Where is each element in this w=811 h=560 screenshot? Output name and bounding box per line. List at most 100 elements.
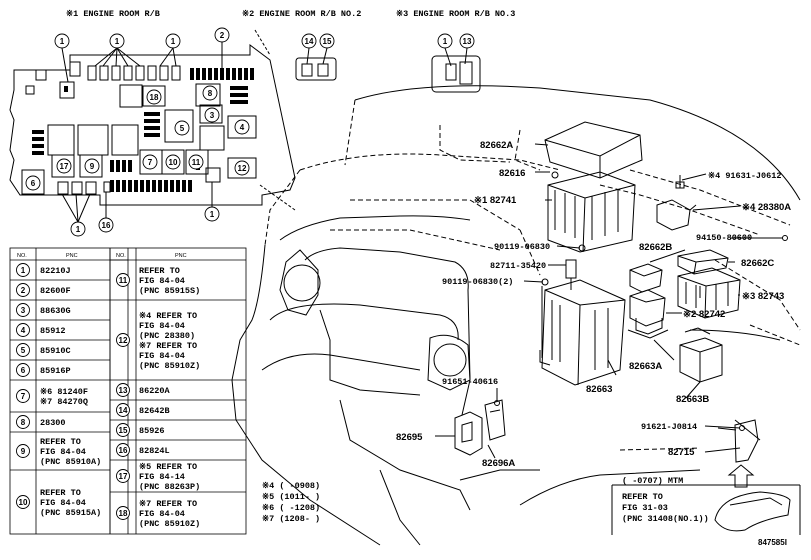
table-row-number-13: 13 <box>116 383 130 397</box>
table-row-number-8: 8 <box>16 415 30 429</box>
table-cell-pnc: 86220A <box>139 386 171 396</box>
svg-text:2: 2 <box>220 31 225 40</box>
table-cell-pnc: (PNC 88263P) <box>139 482 200 492</box>
callout-circle-8: 8 <box>202 85 218 101</box>
table-row-number-18: 18 <box>116 506 130 520</box>
table-cell-pnc: (PNC 28380) <box>139 331 195 341</box>
svg-text:17: 17 <box>119 472 128 481</box>
svg-text:16: 16 <box>119 446 128 455</box>
svg-text:1: 1 <box>76 225 81 234</box>
label-82711-35420: 82711-35420 <box>490 261 546 271</box>
svg-text:10: 10 <box>169 158 178 167</box>
table-row-number-4: 4 <box>16 323 30 337</box>
table-row-number-14: 14 <box>116 403 130 417</box>
label-82662C: 82662C <box>741 258 774 269</box>
table-row-number-1: 1 <box>16 263 30 277</box>
svg-text:14: 14 <box>119 406 128 415</box>
table-cell-pnc: (PNC 85910Z) <box>139 361 200 371</box>
rb-dash-lines <box>254 29 296 211</box>
inset-box <box>611 484 801 535</box>
callout-circle-1: 1 <box>204 206 220 222</box>
table-cell-pnc: FIG 84-04 <box>139 351 185 361</box>
callout-circle-18: 18 <box>146 89 162 105</box>
table-cell-pnc: ※7 84270Q <box>40 397 88 407</box>
callout-circle-17: 17 <box>56 158 72 174</box>
label-82696A: 82696A <box>482 458 515 469</box>
header-rb3: ※3 ENGINE ROOM R/B NO.3 <box>396 9 515 19</box>
callout-circle-12: 12 <box>234 160 250 176</box>
callout-circle-13: 13 <box>459 33 475 49</box>
table-cell-pnc: 82824L <box>139 446 170 456</box>
table-row-number-11: 11 <box>116 273 130 287</box>
table-header-no-right: NO. <box>116 253 126 259</box>
callout-circle-1: 1 <box>109 33 125 49</box>
callout-circle-2: 2 <box>214 27 230 43</box>
table-cell-pnc: 85912 <box>40 326 66 336</box>
svg-text:1: 1 <box>21 266 26 275</box>
svg-text:4: 4 <box>240 123 245 132</box>
inset-line2: FIG 31-03 <box>622 503 668 513</box>
label-82663: 82663 <box>586 384 612 395</box>
table-cell-pnc: ※4 REFER TO <box>139 311 197 321</box>
label-82662A: 82662A <box>480 140 513 151</box>
table-cell-pnc: 28300 <box>40 418 66 428</box>
table-cell-pnc: (PNC 85915S) <box>139 286 200 296</box>
svg-text:11: 11 <box>192 158 201 167</box>
callout-circle-7: 7 <box>142 154 158 170</box>
table-row-number-6: 6 <box>16 363 30 377</box>
relay-block-82663B <box>679 327 723 383</box>
inset-arrow <box>727 464 755 488</box>
relay-block-82742 <box>627 289 669 339</box>
table-row-number-5: 5 <box>16 343 30 357</box>
svg-text:3: 3 <box>210 111 215 120</box>
table-row-number-7: 7 <box>16 389 30 403</box>
table-cell-pnc: 82600F <box>40 286 71 296</box>
table-cell-pnc: FIG 84-14 <box>139 472 185 482</box>
note-5: ※5 (1011- ) <box>262 492 320 502</box>
table-cell-pnc: ※6 81240F <box>40 387 88 397</box>
note-6: ※6 ( -1208) <box>262 503 320 513</box>
table-cell-pnc: ※5 REFER TO <box>139 462 197 472</box>
callout-circle-14: 14 <box>301 33 317 49</box>
svg-text:18: 18 <box>119 509 128 518</box>
table-cell-pnc: 82210J <box>40 266 71 276</box>
svg-text:6: 6 <box>21 366 26 375</box>
fuse-box-cover <box>544 121 643 179</box>
callout-circle-1: 1 <box>70 221 86 237</box>
svg-text:4: 4 <box>21 326 26 335</box>
header-rb1: ※1 ENGINE ROOM R/B <box>66 9 160 19</box>
table-cell-pnc: ※7 REFER TO <box>139 499 197 509</box>
svg-text:5: 5 <box>21 346 26 355</box>
label-91631-J0612: ※4 91631-J0612 <box>708 171 781 181</box>
lower-box-82663 <box>539 244 626 386</box>
callout-circle-4: 4 <box>234 119 250 135</box>
relay-block-82743 <box>677 267 741 319</box>
svg-text:7: 7 <box>21 392 26 401</box>
table-cell-pnc: FIG 84-04 <box>40 447 86 457</box>
svg-text:9: 9 <box>21 447 26 456</box>
svg-text:9: 9 <box>90 162 95 171</box>
relay-block-main <box>547 171 636 253</box>
table-cell-pnc: 88630G <box>40 306 71 316</box>
svg-text:1: 1 <box>60 37 65 46</box>
callout-circle-15: 15 <box>319 33 335 49</box>
callout-circle-10: 10 <box>165 154 181 170</box>
svg-text:8: 8 <box>21 418 26 427</box>
callout-circle-1: 1 <box>54 33 70 49</box>
inset-line1: REFER TO <box>622 492 663 502</box>
svg-text:12: 12 <box>238 164 247 173</box>
table-cell-pnc: 85916P <box>40 366 71 376</box>
callout-circle-9: 9 <box>84 158 100 174</box>
svg-text:5: 5 <box>180 124 185 133</box>
table-header-no-left: NO. <box>17 253 27 259</box>
rb-leaders <box>61 42 223 223</box>
svg-text:3: 3 <box>21 306 26 315</box>
table-cell-pnc: (PNC 85915A) <box>40 508 101 518</box>
inset-condition: ( -0707) MTM <box>622 476 683 486</box>
svg-text:8: 8 <box>208 89 213 98</box>
vehicle-outline <box>231 85 801 546</box>
table-row-number-3: 3 <box>16 303 30 317</box>
label-82743: ※3 82743 <box>742 291 784 302</box>
table-cell-pnc: FIG 84-04 <box>40 498 86 508</box>
